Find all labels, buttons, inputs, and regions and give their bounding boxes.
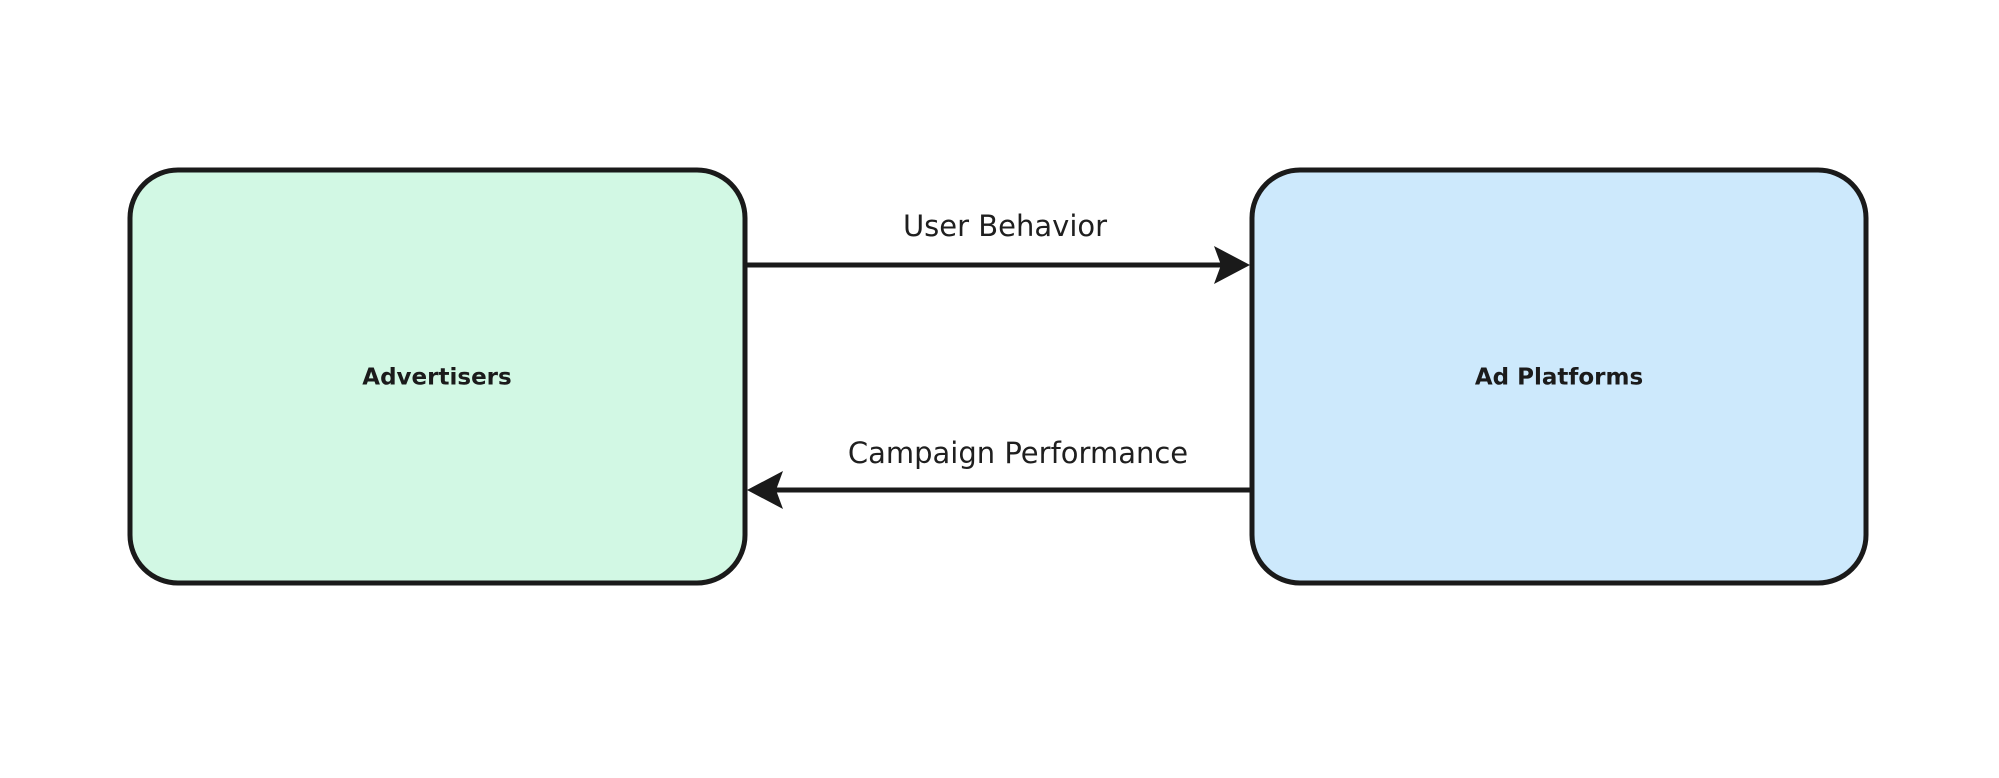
node-advertisers-shape[interactable] [127, 167, 748, 586]
node-advertisers[interactable]: Advertisers [127, 167, 748, 586]
arrow-head-left-icon [747, 471, 783, 509]
node-ad-platforms-label: Ad Platforms [1475, 365, 1643, 391]
edge-campaign-performance[interactable]: Campaign Performance [747, 436, 1252, 509]
edge-user-behavior[interactable]: User Behavior [745, 209, 1250, 284]
edge-campaign-performance-label: Campaign Performance [848, 436, 1188, 470]
node-advertisers-label: Advertisers [362, 365, 511, 391]
node-ad-platforms-shape[interactable] [1249, 167, 1869, 586]
edge-user-behavior-label: User Behavior [903, 209, 1107, 243]
arrow-head-right-icon [1214, 246, 1250, 284]
node-ad-platforms[interactable]: Ad Platforms [1249, 167, 1869, 586]
